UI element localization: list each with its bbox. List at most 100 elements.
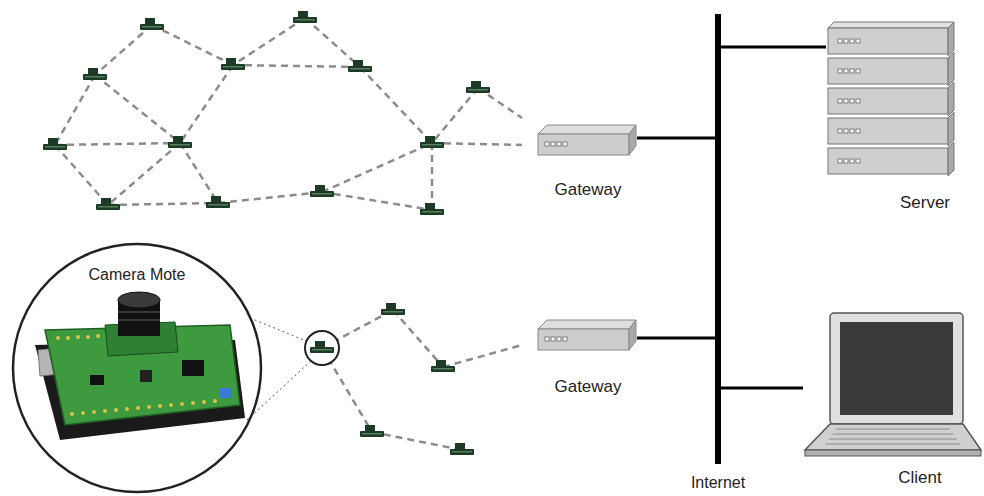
network-cable: [721, 387, 803, 390]
sensor-mote: [466, 81, 490, 93]
rack-side: [948, 22, 954, 56]
node-shape: [826, 20, 956, 180]
status-led: [844, 39, 848, 43]
pin: [191, 401, 195, 405]
network-cable: [721, 46, 826, 49]
chip: [140, 370, 152, 382]
pin: [147, 405, 151, 409]
sensor-mote: [310, 185, 334, 197]
wireless-link: [372, 432, 462, 450]
device-top: [538, 320, 636, 329]
status-led: [563, 337, 567, 341]
rack-unit: [828, 88, 948, 114]
blue-part: [220, 388, 232, 398]
network-cable: [637, 137, 715, 140]
status-led: [563, 142, 567, 146]
device-side: [629, 125, 636, 155]
pin: [86, 335, 90, 339]
wireless-link: [152, 25, 233, 65]
pin: [169, 403, 173, 407]
node-shape: [715, 14, 721, 464]
lens-ring: [118, 311, 160, 313]
pin: [180, 402, 184, 406]
laptop-screen: [840, 322, 953, 415]
sensor-mote: [293, 11, 317, 23]
chip: [182, 360, 204, 376]
wireless-link: [233, 18, 305, 65]
wireless-link: [55, 75, 95, 145]
keyboard-row: [836, 428, 950, 429]
camera-mote-icon: [310, 341, 334, 353]
network-cable: [637, 337, 715, 340]
internet-backbone: Internet: [715, 14, 721, 464]
status-led: [844, 159, 848, 163]
pin: [81, 411, 85, 415]
wireless-link: [233, 65, 360, 67]
device-top: [538, 125, 636, 134]
node-label: Internet: [691, 474, 745, 492]
keyboard-row: [829, 438, 957, 439]
client-laptop: Client: [803, 312, 983, 457]
sensor-mote: [381, 303, 405, 315]
status-led: [844, 99, 848, 103]
wireless-link: [180, 65, 233, 143]
keyboard-row: [826, 443, 961, 444]
status-led: [545, 337, 549, 341]
status-led: [551, 337, 555, 341]
status-led: [856, 159, 860, 163]
camera-lens: [118, 292, 160, 308]
pin: [56, 336, 60, 340]
rack-unit: [828, 118, 948, 144]
pin: [213, 399, 217, 403]
status-led: [850, 159, 854, 163]
sensor-mote: [43, 138, 67, 150]
rack-side: [948, 82, 954, 116]
status-led: [838, 129, 842, 133]
server-rack: Server: [826, 20, 956, 180]
lens-ring: [118, 319, 160, 321]
rack-unit: [828, 148, 948, 174]
sensor-mote: [450, 443, 474, 455]
status-led: [557, 337, 561, 341]
rack-side: [948, 142, 954, 176]
pin: [136, 406, 140, 410]
device-front: [538, 134, 629, 155]
status-led: [838, 39, 842, 43]
wireless-link: [393, 310, 443, 367]
wireless-link: [432, 88, 478, 143]
sensor-mote: [83, 68, 107, 80]
status-led: [838, 159, 842, 163]
wireless-link: [55, 143, 180, 145]
wireless-link: [305, 18, 360, 67]
laptop-edge: [805, 450, 981, 456]
sensor-mote: [420, 203, 444, 215]
rack-top: [828, 22, 954, 28]
node-label: Camera Mote: [89, 266, 186, 284]
wireless-link: [443, 345, 522, 367]
wireless-link: [95, 75, 180, 143]
status-led: [850, 69, 854, 73]
node-shape: [803, 312, 983, 457]
sensor-mote: [168, 136, 192, 148]
camera-board-picture: [35, 292, 245, 440]
node-label: Gateway: [554, 180, 621, 200]
sensor-mote: [96, 198, 120, 210]
sensor-mote: [221, 58, 245, 70]
sensor-mote: [360, 425, 384, 437]
pin: [92, 410, 96, 414]
node-shape: [537, 124, 637, 156]
status-led: [856, 99, 860, 103]
highlight-circle: [305, 331, 339, 365]
pin: [158, 404, 162, 408]
pin: [96, 334, 100, 338]
status-led: [557, 142, 561, 146]
sensor-mote: [348, 60, 372, 72]
status-led: [844, 69, 848, 73]
pin: [103, 409, 107, 413]
wireless-link: [108, 203, 218, 205]
wireless-link: [431, 143, 434, 210]
wireless-link: [108, 143, 180, 205]
wireless-link: [322, 192, 432, 210]
status-led: [856, 129, 860, 133]
wireless-link: [322, 143, 432, 192]
